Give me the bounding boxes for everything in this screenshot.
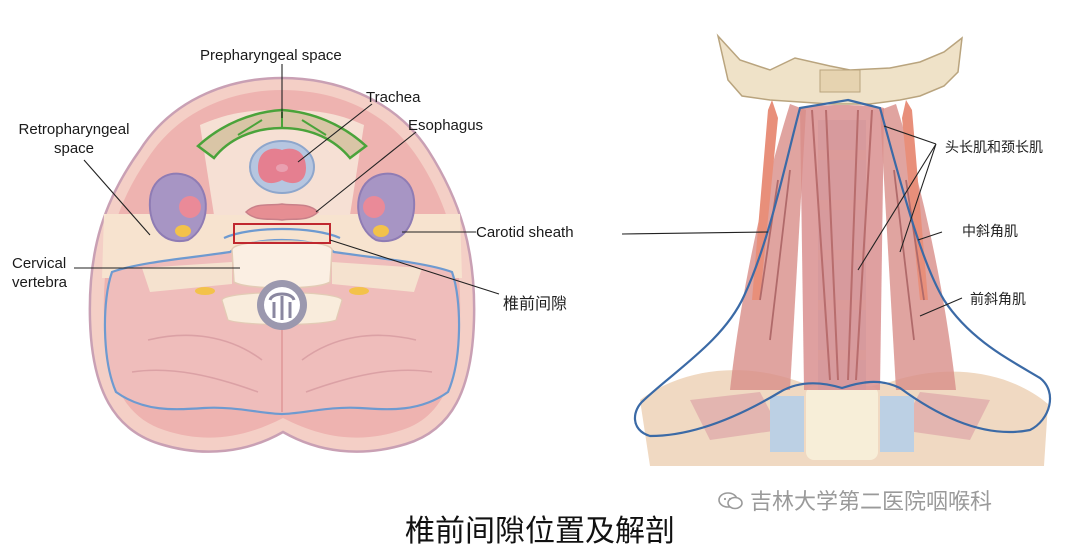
prevertebral-fascia-outline — [633, 98, 1051, 438]
neck-muscle-illustration — [621, 33, 1051, 466]
neck-cross-section — [74, 64, 500, 453]
label-prepharyngeal-space: Prepharyngeal space — [200, 47, 342, 64]
right-leader-lines — [621, 125, 963, 317]
prevertebral-highlight-box — [233, 223, 331, 244]
label-cervical-vertebra: Cervical vertebra — [12, 254, 67, 292]
longus-muscles — [800, 105, 884, 390]
watermark: 吉林大学第二医院咽喉科 — [718, 484, 992, 516]
esophagus — [244, 203, 320, 221]
figure-caption: 椎前间隙位置及解剖 — [405, 514, 675, 549]
right-carotid-sheath — [357, 172, 416, 243]
leader-lines — [74, 64, 500, 295]
label-retropharyngeal-line1: Retropharyngeal — [18, 121, 130, 138]
watermark-text: 吉林大学第二医院咽喉科 — [750, 490, 993, 515]
label-cervical-line1: Cervical — [12, 255, 67, 272]
label-trachea: Trachea — [366, 89, 421, 106]
label-anterior-scalene: 前斜角肌 — [970, 292, 1026, 308]
label-retropharyngeal-space: Retropharyngeal space — [10, 120, 138, 158]
label-cervical-line2: vertebra — [12, 274, 68, 291]
left-carotid-sheath — [148, 172, 207, 243]
wechat-icon — [718, 492, 743, 510]
label-retropharyngeal-line2: space — [53, 140, 95, 157]
label-prevertebral-space: 椎前间隙 — [503, 294, 568, 313]
prepharyngeal-fascia — [196, 108, 368, 160]
label-middle-scalene: 中斜角肌 — [962, 224, 1018, 240]
label-longus-capitis-colli: 头长肌和颈长肌 — [945, 140, 1043, 156]
label-esophagus: Esophagus — [408, 117, 484, 134]
label-carotid-sheath: Carotid sheath — [476, 224, 574, 241]
